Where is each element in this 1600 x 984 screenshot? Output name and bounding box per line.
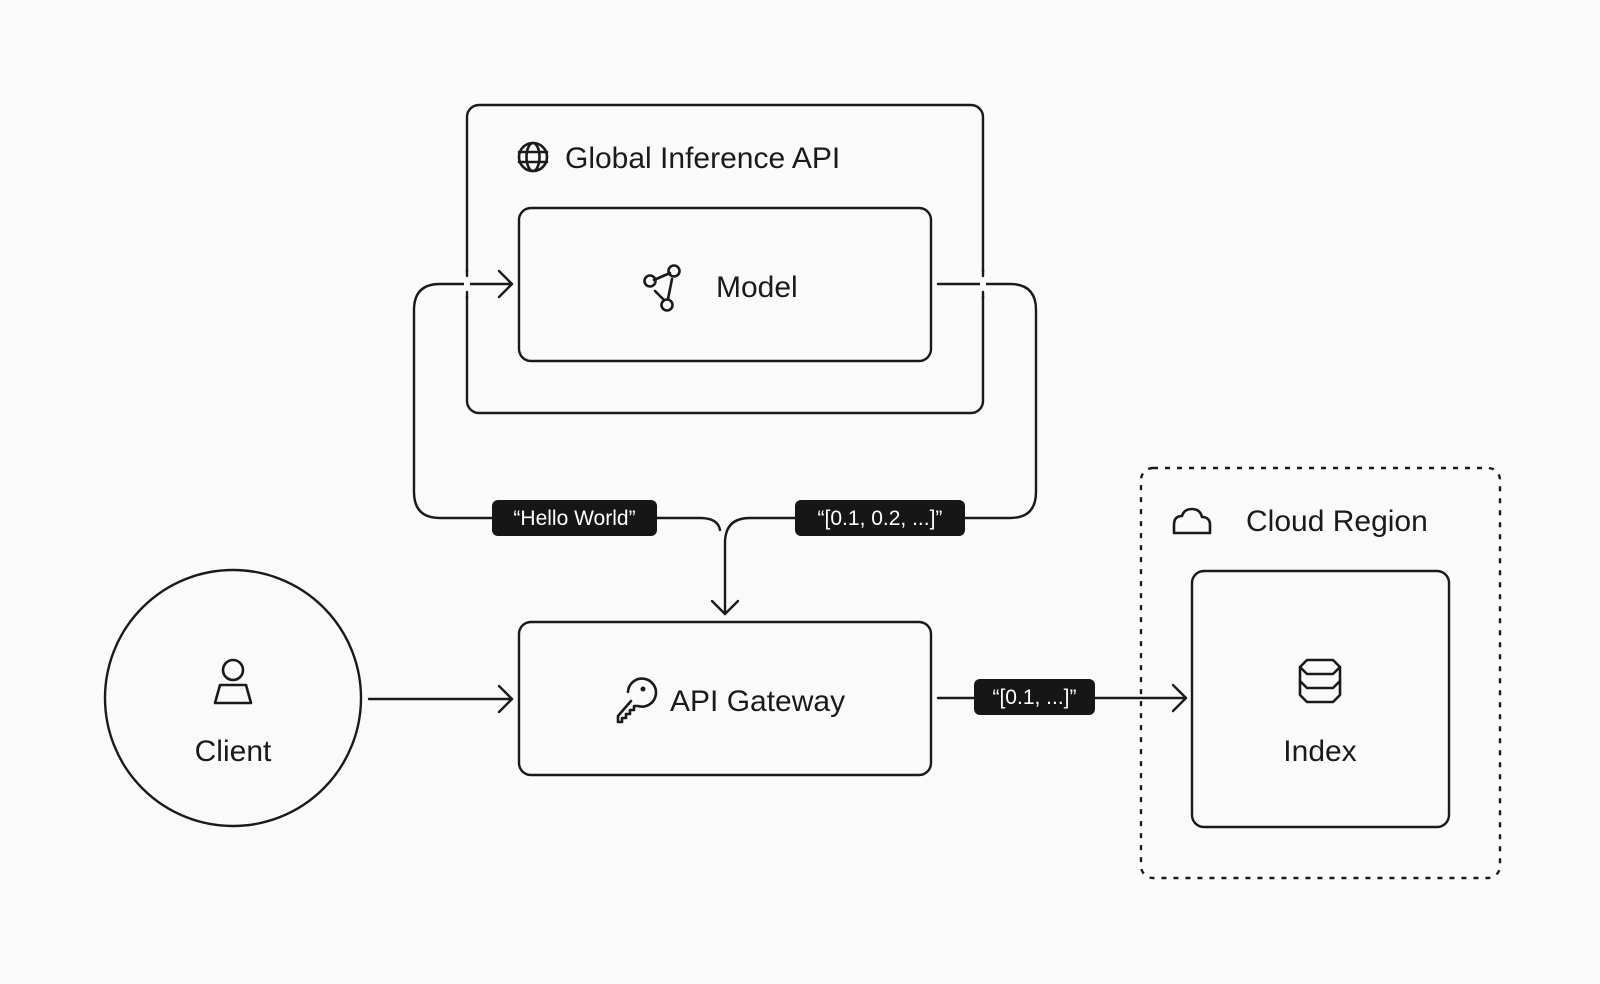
- node-client-circle[interactable]: [103, 568, 363, 828]
- node-index-box[interactable]: [1190, 569, 1451, 829]
- edge-gateway-to-model: “Hello World”: [412, 268, 722, 536]
- edge-model-to-gateway: “[0.1, 0.2, ...]”: [710, 268, 1038, 616]
- group-cloud-region-label: Cloud Region: [1246, 505, 1428, 538]
- arrowhead-client-to-gateway: [497, 684, 514, 714]
- edge-model-to-gateway-line: [723, 282, 1038, 616]
- edge-label-pill-hello-world: [492, 500, 657, 536]
- node-model[interactable]: Model: [517, 206, 933, 363]
- node-api-gateway-label: API Gateway: [670, 685, 845, 718]
- arrowhead-into-gateway: [710, 599, 740, 616]
- arrowhead-into-index: [1171, 683, 1188, 713]
- key-icon: [616, 677, 658, 724]
- user-icon: [213, 658, 253, 705]
- group-cloud-region: Cloud Region: [1139, 466, 1502, 880]
- edge-label-hello-world: “Hello World”: [513, 507, 635, 530]
- edge-label-pill-short-vector: [974, 679, 1095, 715]
- group-global-inference-api-label: Global Inference API: [565, 142, 840, 175]
- node-model-label: Model: [716, 271, 798, 304]
- database-icon: [1298, 658, 1342, 704]
- node-index-label: Index: [1283, 735, 1356, 768]
- edge-gateway-to-index: “[0.1, ...]”: [936, 679, 1188, 715]
- node-api-gateway-box[interactable]: [517, 620, 933, 777]
- group-global-inference-api: Global Inference API: [465, 103, 985, 415]
- edge-client-to-gateway: [367, 684, 514, 714]
- graph-nodes-icon: [643, 264, 681, 312]
- node-client[interactable]: Client: [103, 568, 363, 828]
- cloud-icon: [1172, 507, 1212, 535]
- group-global-inference-api-border: [465, 103, 985, 415]
- node-index[interactable]: Index: [1190, 569, 1451, 829]
- globe-icon: [517, 141, 549, 173]
- node-api-gateway[interactable]: API Gateway: [517, 620, 933, 777]
- edge-label-vector: “[0.1, 0.2, ...]”: [818, 507, 943, 530]
- node-client-label: Client: [195, 735, 272, 768]
- edge-label-short-vector: “[0.1, ...]”: [992, 686, 1076, 709]
- group-cloud-region-border: [1139, 466, 1502, 880]
- edge-label-pill-vector: [795, 500, 965, 536]
- node-model-box[interactable]: [517, 206, 933, 363]
- edge-gateway-to-model-line: [412, 282, 722, 532]
- arrowhead-into-model: [497, 269, 514, 299]
